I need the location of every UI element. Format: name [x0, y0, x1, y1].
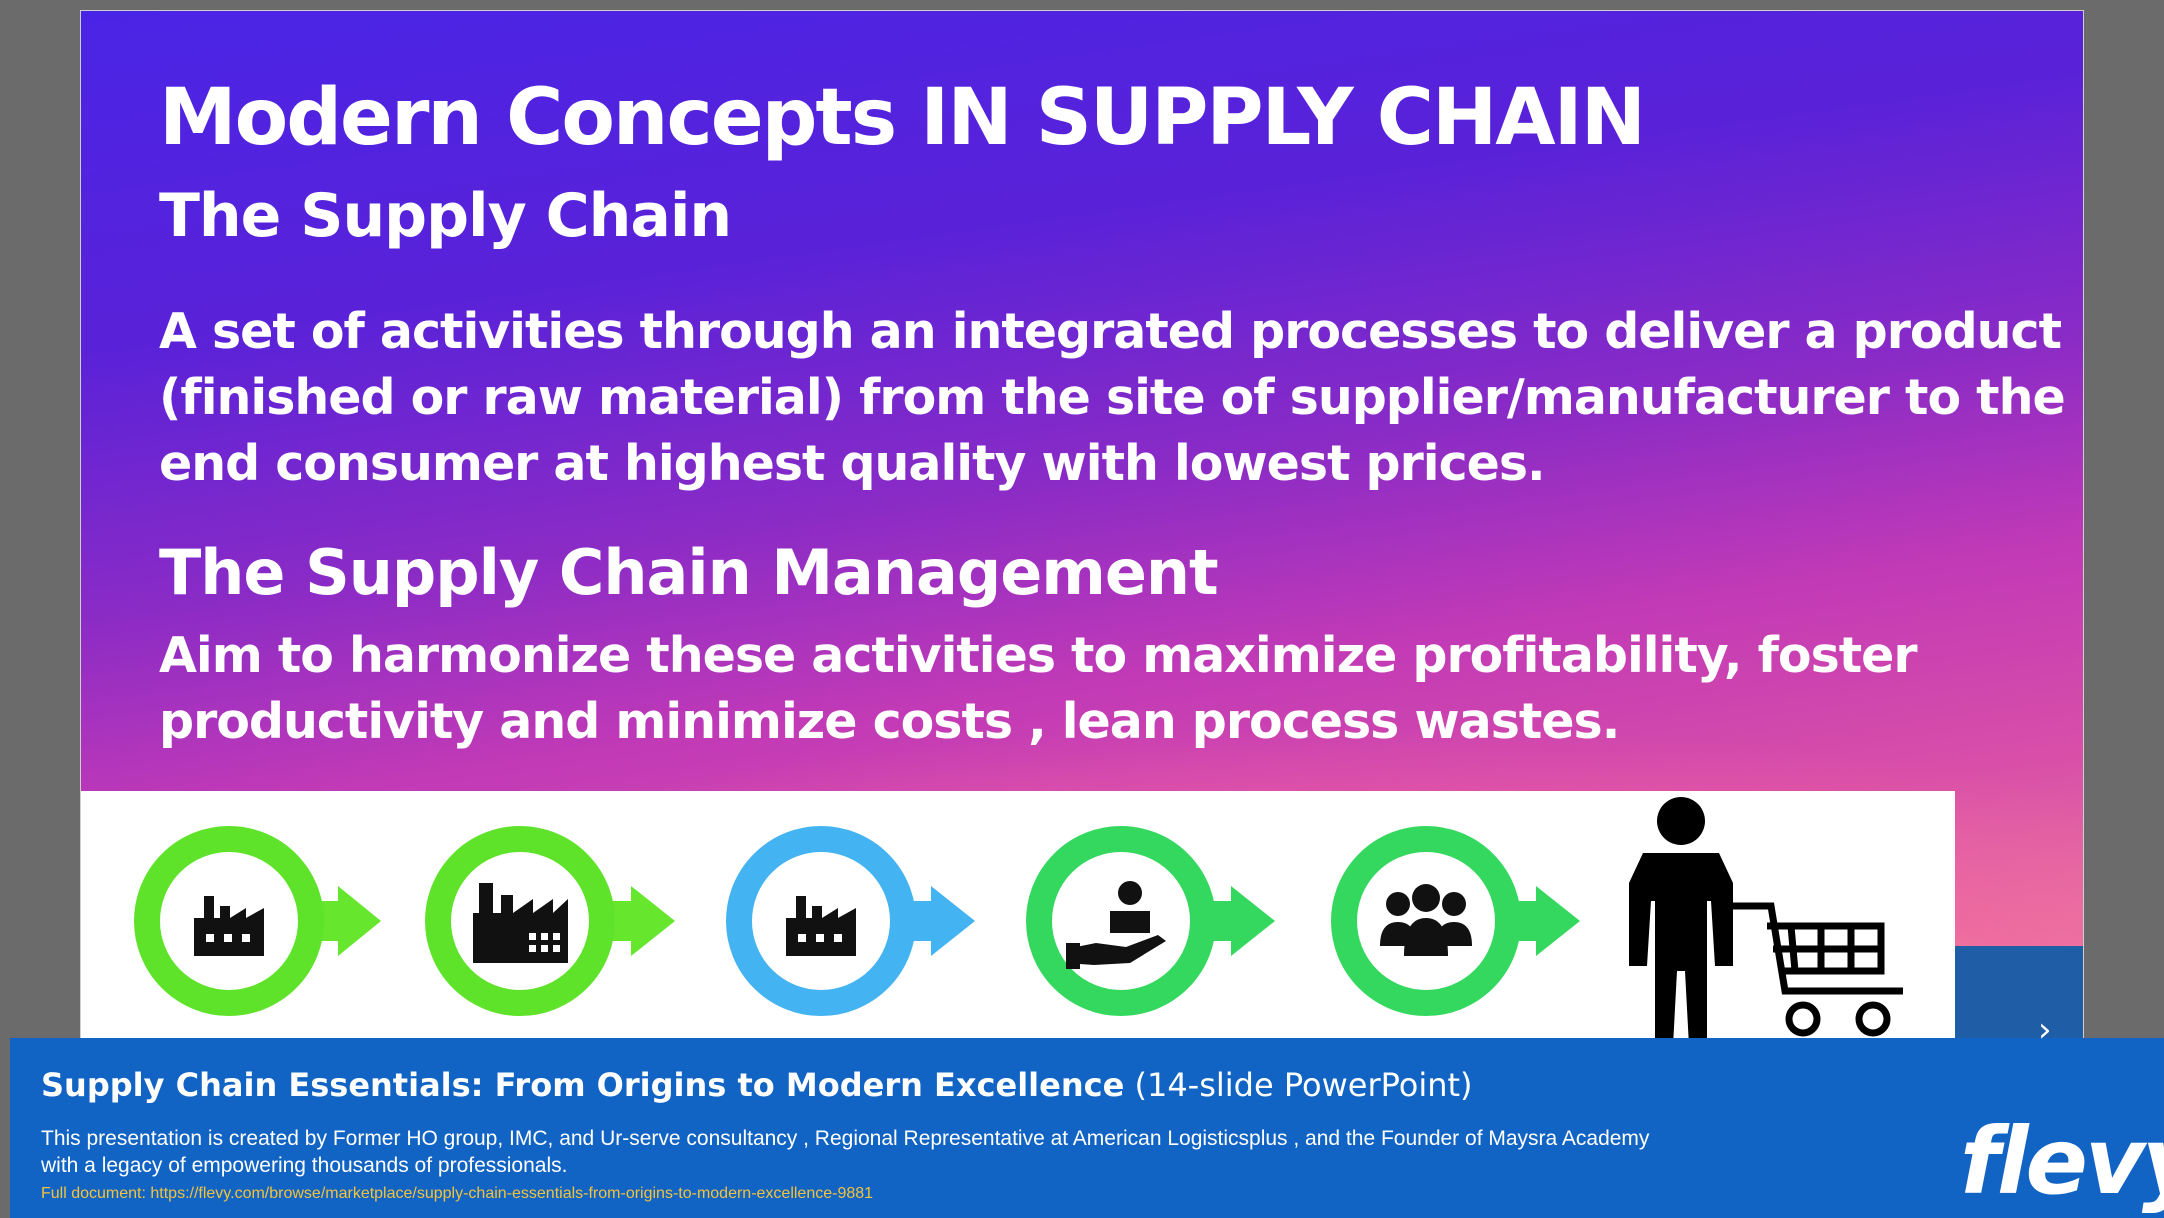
document-title-text[interactable]: Supply Chain Essentials: From Origins to… [41, 1066, 1125, 1104]
next-slide-icon[interactable]: › [2038, 1010, 2052, 1050]
definition-line: (finished or raw material) from the site… [159, 369, 2066, 426]
small-factory-icon [786, 896, 856, 956]
supply-chain-definition: A set of activities through an integrate… [159, 299, 2066, 497]
flow-arrow-3 [896, 886, 975, 956]
flow-arrow-1 [306, 886, 381, 956]
slide-accent-strip [1955, 946, 2083, 1046]
document-format: (14-slide PowerPoint) [1134, 1066, 1473, 1104]
people-group-icon [1380, 884, 1472, 956]
scm-heading: The Supply Chain Management [159, 536, 1219, 609]
factory-icon [473, 883, 568, 963]
flow-arrow-4 [1196, 886, 1275, 956]
supply-chain-heading: The Supply Chain [159, 181, 732, 251]
small-factory-icon [194, 896, 264, 956]
document-description: This presentation is created by Former H… [41, 1127, 1650, 1177]
scm-definition: Aim to harmonize these activities to max… [159, 623, 1918, 755]
slide-title: Modern Concepts IN SUPPLY CHAIN [159, 73, 1646, 163]
definition-line: Aim to harmonize these activities to max… [159, 627, 1918, 684]
shopper-with-cart-icon [1629, 797, 1903, 1046]
definition-line: A set of activities through an integrate… [159, 303, 2062, 360]
definition-line: end consumer at highest quality with low… [159, 435, 1546, 492]
slide: Modern Concepts IN SUPPLY CHAIN The Supp… [80, 10, 2084, 1047]
supply-chain-flow-diagram [81, 791, 1955, 1046]
document-info-banner: Supply Chain Essentials: From Origins to… [10, 1038, 2164, 1218]
flow-svg [134, 797, 1903, 1046]
document-title[interactable]: Supply Chain Essentials: From Origins to… [41, 1066, 1473, 1104]
hand-delivery-icon [1066, 881, 1166, 969]
flow-arrow-5 [1501, 886, 1580, 956]
definition-line: productivity and minimize costs , lean p… [159, 693, 1620, 750]
flow-arrow-2 [596, 886, 675, 956]
document-link[interactable]: Full document: https://flevy.com/browse/… [41, 1185, 874, 1202]
flevy-logo[interactable]: flevy [1960, 1108, 2164, 1215]
